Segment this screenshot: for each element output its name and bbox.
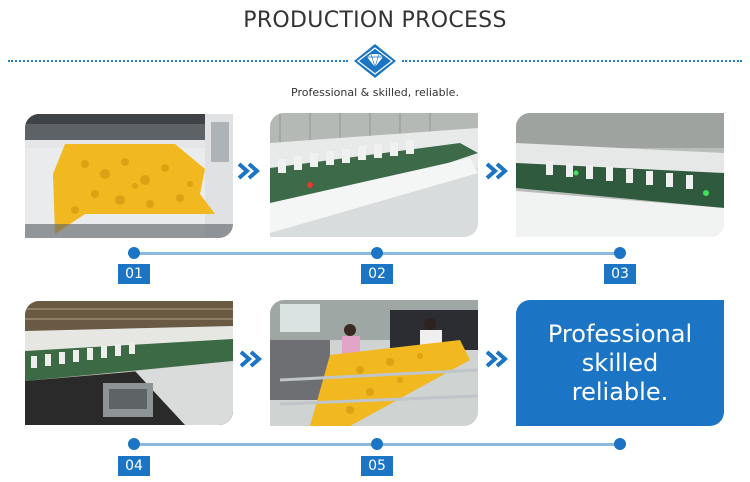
timeline-dot-03: [614, 247, 626, 259]
timeline-dot-01: [128, 247, 140, 259]
callout-line-2: skilled: [581, 348, 659, 377]
callout-line-3: reliable.: [571, 377, 669, 406]
step-number-badge: 03: [604, 264, 636, 284]
arrow-right-icon: [236, 161, 262, 181]
arrow-right-icon: [238, 349, 264, 369]
timeline-dot-02: [371, 247, 383, 259]
page-subtitle: Professional & skilled, reliable.: [291, 86, 459, 99]
step-number-badge: 05: [361, 456, 393, 476]
step-number-badge: 01: [118, 264, 150, 284]
arrow-right-icon: [484, 349, 510, 369]
step-03-photo: [516, 113, 724, 237]
diamond-emblem: [350, 42, 400, 80]
timeline-dot-05: [371, 438, 383, 450]
title-divider-left: [8, 60, 348, 62]
arrow-right-icon: [484, 161, 510, 181]
diamond-icon: [354, 44, 396, 78]
step-04-photo: [25, 301, 233, 425]
step-number-badge: 02: [361, 264, 393, 284]
step-05-photo: [270, 300, 478, 426]
title-divider-right: [402, 60, 742, 62]
professional-callout: Professional skilled reliable.: [516, 300, 724, 426]
step-01-photo: [25, 114, 233, 238]
step-number-badge: 04: [118, 456, 150, 476]
callout-line-1: Professional: [547, 319, 693, 348]
page-title: PRODUCTION PROCESS: [243, 8, 507, 33]
timeline-dot-04: [128, 438, 140, 450]
timeline-dot-end: [614, 438, 626, 450]
step-02-photo: [270, 113, 478, 237]
